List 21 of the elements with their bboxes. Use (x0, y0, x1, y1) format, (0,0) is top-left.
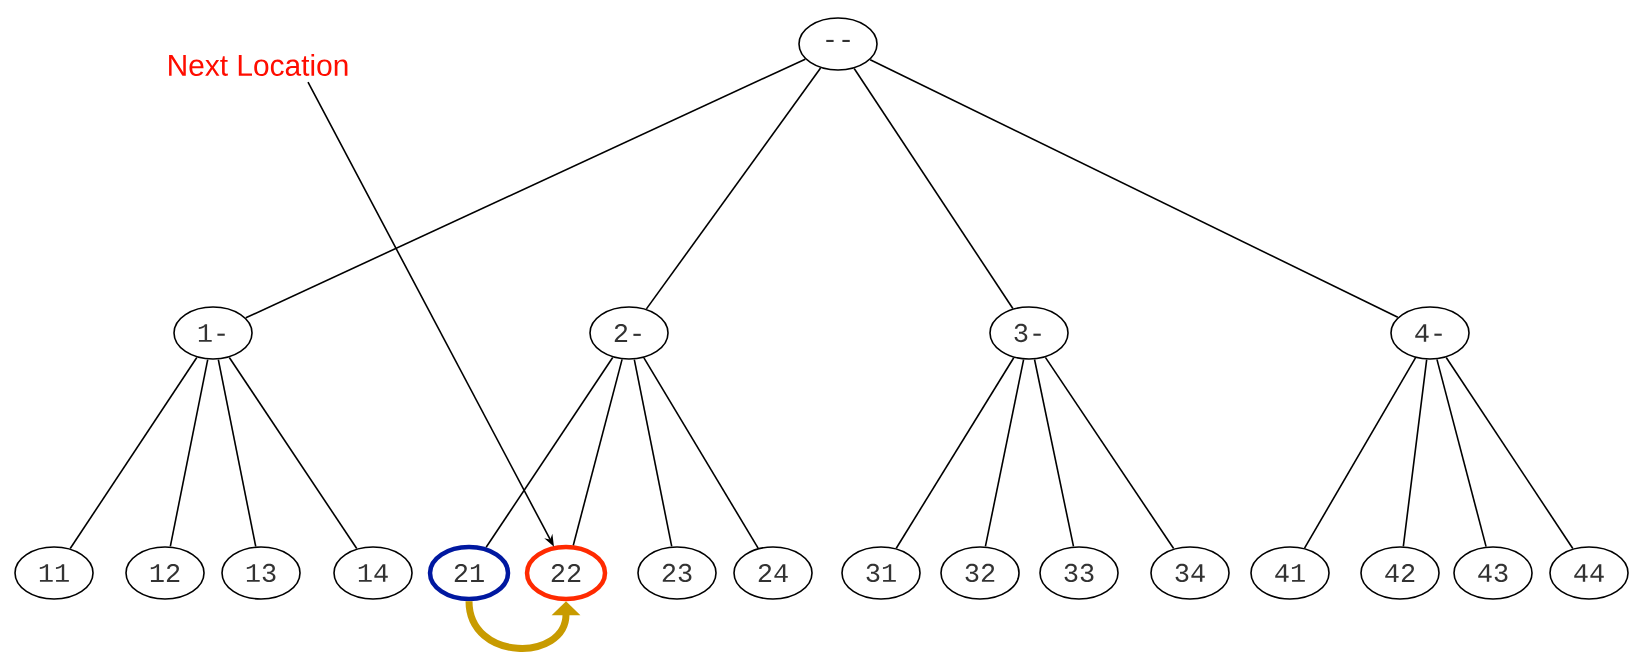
tree-edge (984, 358, 1025, 548)
tree-edge (245, 58, 806, 319)
tree-edge (572, 358, 623, 546)
tree-edge (1033, 358, 1075, 548)
tree-edge (485, 356, 614, 549)
tree-edge (853, 67, 1014, 310)
tree-edge (1402, 358, 1428, 548)
tree-edge (228, 356, 358, 550)
tree-edge (69, 356, 198, 550)
tree-edge (645, 67, 822, 310)
tree-edge (633, 358, 673, 548)
tree-edge (1445, 356, 1574, 550)
tree-edge (1044, 356, 1175, 550)
tree-edge (895, 356, 1015, 550)
tree-edge (1303, 357, 1417, 549)
tree-edge (169, 358, 209, 548)
tree-edge (1436, 358, 1487, 548)
annotation-text: Next Location (169, 54, 348, 76)
tree-edge (643, 357, 759, 549)
tree-edge (869, 58, 1399, 319)
tree-edge (217, 358, 257, 548)
